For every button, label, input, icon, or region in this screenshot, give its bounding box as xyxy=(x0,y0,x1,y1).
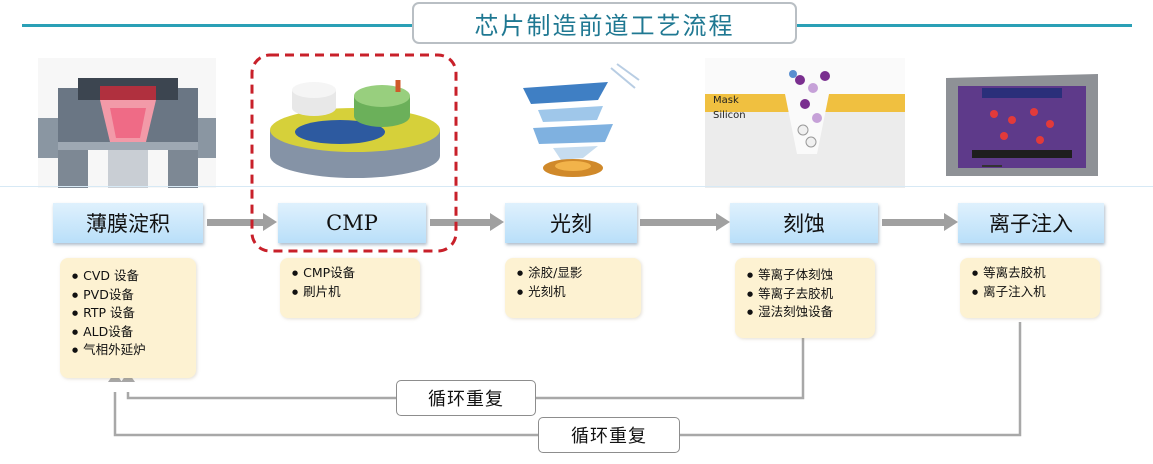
etching-illustration: Mask Silicon xyxy=(705,58,905,188)
arrow-head-1 xyxy=(263,213,277,231)
list-item: 刷片机 xyxy=(292,283,420,302)
arrow-shaft-4 xyxy=(882,219,944,226)
cmp-machine-illustration xyxy=(262,58,448,188)
step-etching: 刻蚀 xyxy=(730,203,878,243)
list-item: 等离子体刻蚀 xyxy=(747,266,875,285)
mask-label: Mask xyxy=(713,95,739,106)
list-item: PVD设备 xyxy=(72,286,196,305)
lithography-illustration xyxy=(513,58,643,188)
list-item: CVD 设备 xyxy=(72,267,196,286)
step-ion-implantation: 离子注入 xyxy=(958,203,1104,243)
baseline-rule xyxy=(0,186,1153,187)
list-item: RTP 设备 xyxy=(72,304,196,323)
list-item: 湿法刻蚀设备 xyxy=(747,303,875,322)
step-cmp: CMP xyxy=(278,203,426,243)
cmp-equipment-list: CMP设备 刷片机 xyxy=(280,258,420,318)
lithography-equipment-list: 涂胶/显影 光刻机 xyxy=(505,258,641,318)
arrow-head-2 xyxy=(490,213,504,231)
arrow-head-3 xyxy=(716,213,730,231)
arrow-shaft-3 xyxy=(640,219,716,226)
page-title: 芯片制造前道工艺流程 xyxy=(412,2,797,44)
list-item: CMP设备 xyxy=(292,264,420,283)
list-item: 等离子去胶机 xyxy=(747,285,875,304)
list-item: 等离去胶机 xyxy=(972,264,1100,283)
cmp-highlight-box xyxy=(250,53,458,253)
ion-implanter-illustration xyxy=(942,58,1102,188)
arrow-shaft-2 xyxy=(430,219,490,226)
silicon-label: Silicon xyxy=(713,110,746,121)
deposition-equipment-list: CVD 设备 PVD设备 RTP 设备 ALD设备 气相外延炉 xyxy=(60,258,196,378)
step-thin-film-deposition: 薄膜淀积 xyxy=(53,203,203,243)
list-item: 气相外延炉 xyxy=(72,341,196,360)
list-item: ALD设备 xyxy=(72,323,196,342)
list-item: 离子注入机 xyxy=(972,283,1100,302)
step-lithography: 光刻 xyxy=(505,203,637,243)
arrow-head-4 xyxy=(944,213,958,231)
outer-loop-label: 循环重复 xyxy=(538,417,680,453)
deposition-chamber-illustration xyxy=(38,58,216,188)
arrow-shaft-1 xyxy=(207,219,263,226)
list-item: 光刻机 xyxy=(517,283,641,302)
ion-implantation-equipment-list: 等离去胶机 离子注入机 xyxy=(960,258,1100,318)
inner-loop-label: 循环重复 xyxy=(396,380,536,416)
list-item: 涂胶/显影 xyxy=(517,264,641,283)
etching-equipment-list: 等离子体刻蚀 等离子去胶机 湿法刻蚀设备 xyxy=(735,258,875,338)
